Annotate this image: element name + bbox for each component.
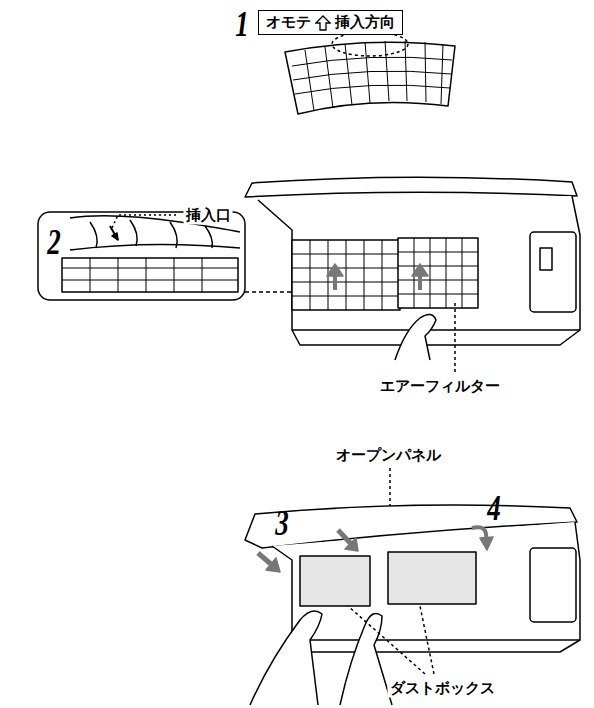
arrow-symbol — [315, 14, 331, 32]
box-text: オモテ — [266, 13, 311, 32]
step-number: 1 — [234, 3, 251, 45]
part-name: オープンパネル — [334, 446, 443, 465]
air-conditioner-unit — [245, 505, 580, 705]
part-name: ダストボックス — [388, 679, 497, 698]
step-number: 3 — [274, 502, 291, 544]
air-filter-figure — [285, 32, 455, 114]
motion-arrow — [258, 527, 493, 572]
box-text: 挿入方向 — [335, 13, 395, 32]
step-number: 2 — [46, 221, 63, 263]
label-box: オモテ 挿入方向 — [258, 10, 403, 35]
part-name: 挿入口 — [184, 206, 233, 225]
inset-detail — [38, 212, 245, 300]
step-number: 4 — [486, 487, 503, 529]
part-name: エアーフィルター — [378, 377, 502, 396]
air-conditioner-unit — [245, 177, 580, 360]
